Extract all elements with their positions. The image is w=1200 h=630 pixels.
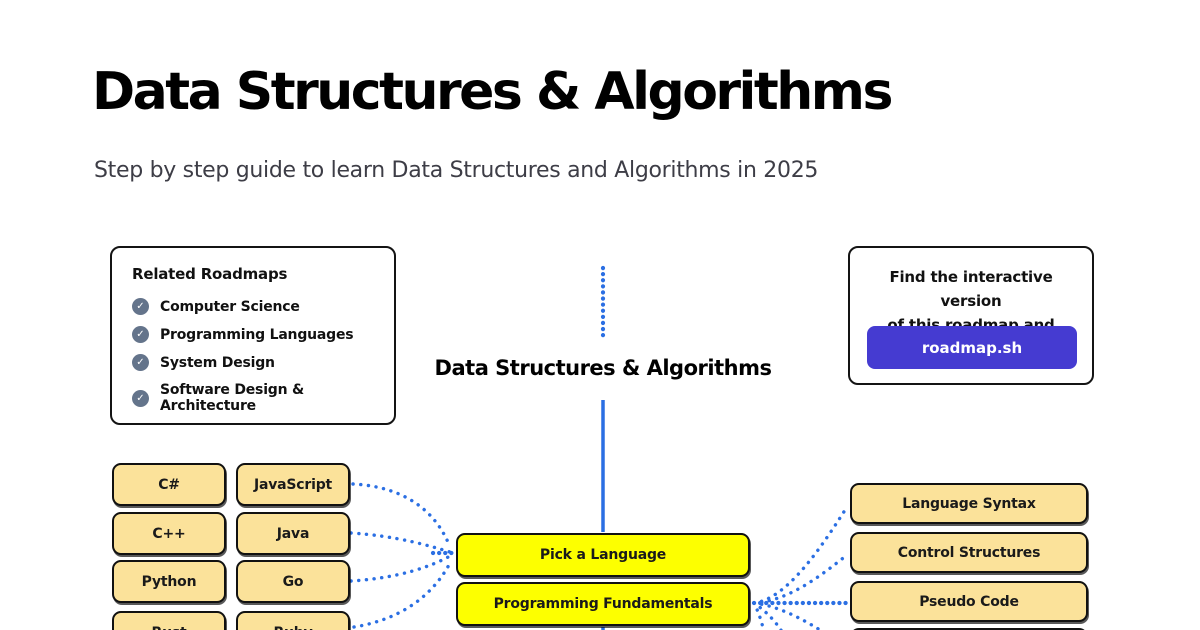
connector-go — [349, 554, 452, 583]
related-item-label: Software Design & Architecture — [160, 382, 305, 414]
node-language-python[interactable]: Python — [112, 560, 226, 603]
node-language-ruby[interactable]: Ruby — [236, 611, 350, 630]
node-language-java[interactable]: Java — [236, 512, 350, 555]
connector-next-topic — [752, 601, 824, 630]
node-programming-fundamentals[interactable]: Programming Fundamentals — [456, 582, 750, 626]
check-icon: ✓ — [132, 354, 149, 371]
roadmap-root-title: Data Structures & Algorithms — [434, 356, 772, 380]
roadmap-sh-button[interactable]: roadmap.sh — [867, 326, 1077, 369]
related-item-label: Computer Science — [160, 298, 300, 315]
connector-ruby — [352, 559, 453, 629]
related-item-software-design-architecture[interactable]: ✓ Software Design & Architecture — [132, 382, 376, 414]
related-roadmaps-list: ✓ Computer Science ✓ Programming Languag… — [132, 298, 376, 414]
node-language-csharp[interactable]: C# — [112, 463, 226, 506]
related-item-label: System Design — [160, 354, 275, 371]
connector-down-right — [752, 601, 783, 630]
node-pseudo-code[interactable]: Pseudo Code — [850, 581, 1088, 622]
node-language-cpp[interactable]: C++ — [112, 512, 226, 555]
node-language-syntax[interactable]: Language Syntax — [850, 483, 1088, 524]
page-subtitle: Step by step guide to learn Data Structu… — [94, 158, 819, 183]
related-roadmaps-card: Related Roadmaps ✓ Computer Science ✓ Pr… — [110, 246, 396, 425]
page-title: Data Structures & Algorithms — [92, 62, 893, 122]
node-language-go[interactable]: Go — [236, 560, 350, 603]
check-icon: ✓ — [132, 298, 149, 315]
related-item-system-design[interactable]: ✓ System Design — [132, 354, 376, 371]
interactive-version-line1: Find the interactive version — [889, 268, 1053, 310]
node-pick-a-language[interactable]: Pick a Language — [456, 533, 750, 577]
node-control-structures[interactable]: Control Structures — [850, 532, 1088, 573]
check-icon: ✓ — [132, 389, 149, 407]
node-language-rust[interactable]: Rust — [112, 611, 226, 630]
interactive-version-card: Find the interactive version of this roa… — [848, 246, 1094, 385]
related-roadmaps-title: Related Roadmaps — [132, 265, 288, 283]
related-item-label: Programming Languages — [160, 326, 354, 343]
connector-java — [349, 531, 452, 554]
node-language-javascript[interactable]: JavaScript — [236, 463, 350, 506]
connector-control-structures — [752, 553, 849, 605]
related-item-programming-languages[interactable]: ✓ Programming Languages — [132, 326, 376, 343]
related-item-computer-science[interactable]: ✓ Computer Science — [132, 298, 376, 315]
check-icon: ✓ — [132, 326, 149, 343]
connector-language-syntax — [752, 505, 849, 605]
connector-javascript — [351, 482, 452, 549]
